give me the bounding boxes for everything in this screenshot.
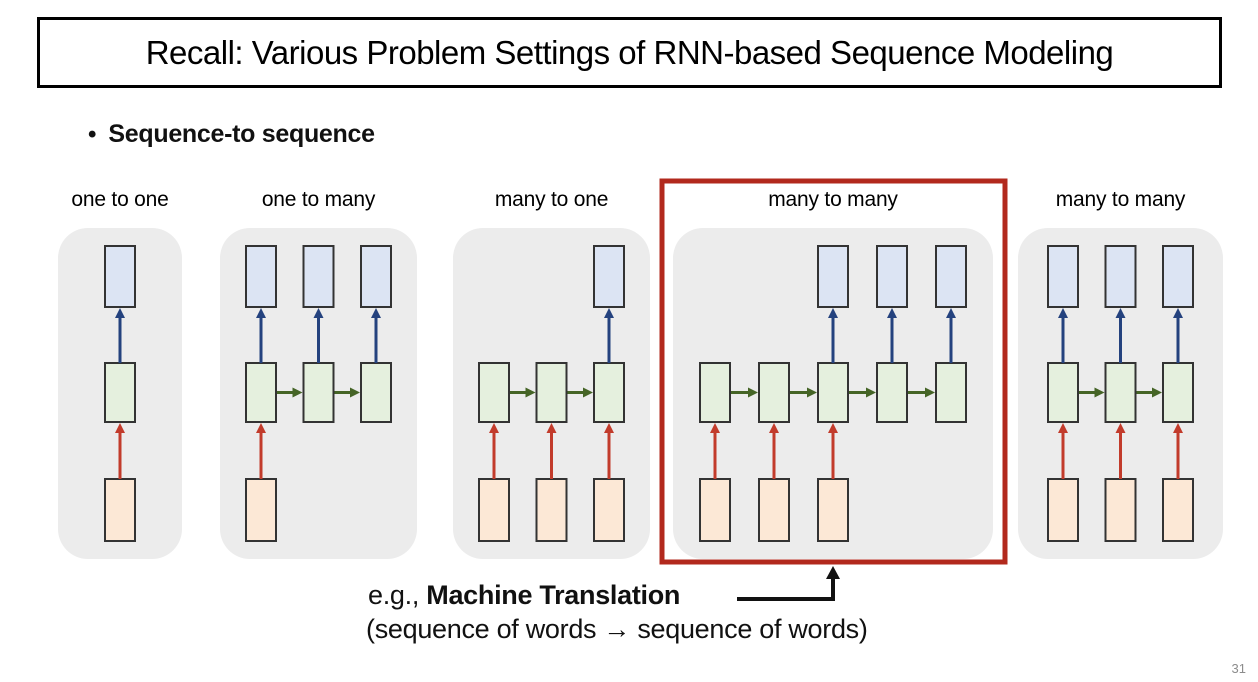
input-box <box>593 478 625 542</box>
hidden-box <box>876 362 908 423</box>
hidden-box <box>245 362 277 423</box>
input-box <box>758 478 790 542</box>
output-box <box>876 245 908 308</box>
group-label-3: many to many <box>768 188 898 211</box>
input-box <box>1047 478 1079 542</box>
hidden-box <box>817 362 849 423</box>
hidden-box <box>478 362 510 423</box>
output-box <box>1104 245 1137 308</box>
highlight-box <box>659 178 1008 565</box>
hidden-box <box>104 362 136 423</box>
hidden-box <box>535 362 568 423</box>
input-box <box>245 478 277 542</box>
output-box <box>360 245 392 308</box>
caption-example-bold: Machine Translation <box>426 580 681 610</box>
input-box <box>1104 478 1137 542</box>
hidden-box <box>699 362 731 423</box>
hidden-box <box>758 362 790 423</box>
hidden-box <box>1162 362 1194 423</box>
output-box <box>935 245 967 308</box>
hidden-box <box>1104 362 1137 423</box>
group-label-2: many to one <box>494 188 609 211</box>
hidden-box <box>1047 362 1079 423</box>
bullet-icon: • <box>88 121 97 148</box>
pointer-arrow <box>737 566 840 601</box>
input-box <box>1162 478 1194 542</box>
group-label-4: many to many <box>1055 188 1186 211</box>
hidden-box <box>360 362 392 423</box>
group-label-0: one to one <box>71 188 169 211</box>
bullet-row: • Sequence-to sequence <box>88 120 375 149</box>
title-box: Recall: Various Problem Settings of RNN-… <box>37 17 1222 88</box>
page-number: 31 <box>1231 661 1246 676</box>
output-box <box>104 245 136 308</box>
input-box <box>699 478 731 542</box>
output-box <box>302 245 335 308</box>
bullet-text: Sequence-to sequence <box>108 120 375 148</box>
hidden-box <box>935 362 967 423</box>
output-box <box>593 245 625 308</box>
caption-detail: (sequence of words → sequence of words) <box>366 614 868 644</box>
hidden-box <box>302 362 335 423</box>
caption-prefix: e.g., <box>368 580 427 610</box>
caption-example: e.g., Machine Translation <box>368 580 680 611</box>
output-box <box>1162 245 1194 308</box>
input-box <box>104 478 136 542</box>
slide-title: Recall: Various Problem Settings of RNN-… <box>145 33 1114 71</box>
group-label-1: one to many <box>261 188 376 211</box>
input-box <box>817 478 849 542</box>
input-box <box>535 478 568 542</box>
output-box <box>245 245 277 308</box>
output-box <box>817 245 849 308</box>
input-box <box>478 478 510 542</box>
hidden-box <box>593 362 625 423</box>
output-box <box>1047 245 1079 308</box>
